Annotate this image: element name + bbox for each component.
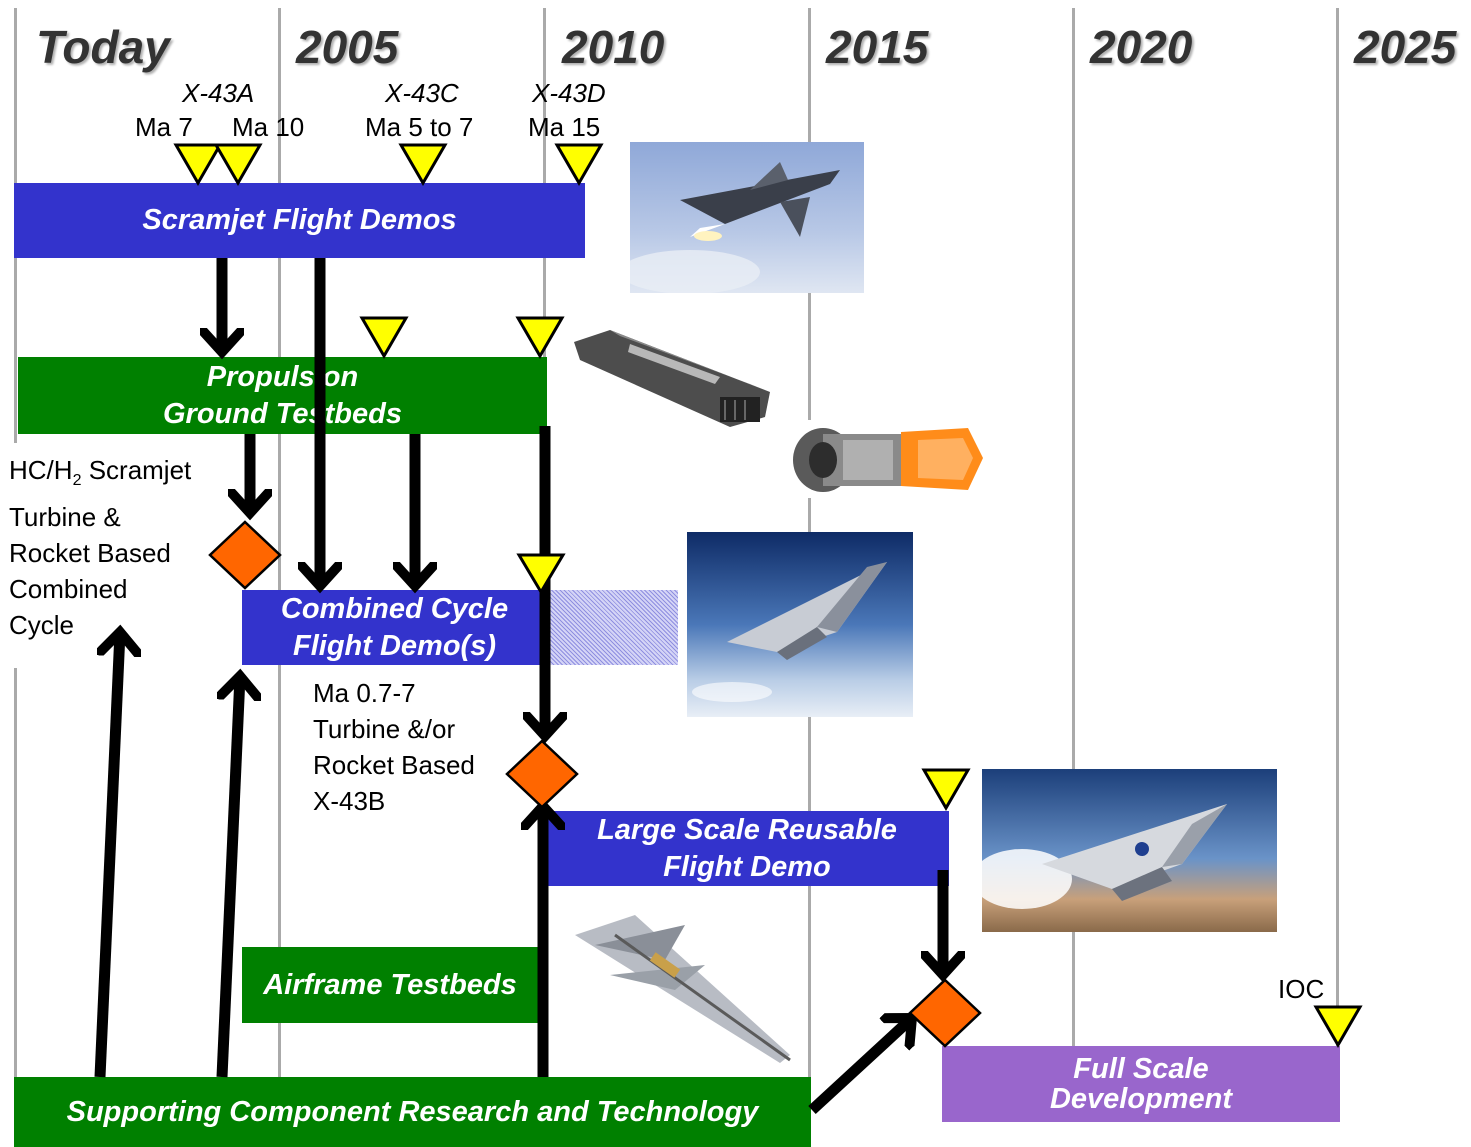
milestone-triangle-icon xyxy=(515,316,565,359)
x43b-note-line4: X-43B xyxy=(313,786,386,816)
engine-note-subscript: 2 xyxy=(72,472,82,490)
decision-diamond-icon xyxy=(505,739,579,809)
airframe-testbeds-bar: Airframe Testbeds xyxy=(242,947,538,1023)
reusable-spaceplane-render xyxy=(982,769,1277,932)
turbine-engine-cutaway xyxy=(783,420,998,498)
airframe-testbed-render xyxy=(555,905,800,1070)
engine-note-line5: Cycle xyxy=(9,610,75,641)
engine-types-note: HC/H2 Scramjet Turbine & Rocket Based Co… xyxy=(9,452,191,643)
decision-diamond-icon xyxy=(208,520,282,590)
decision-diamond-icon xyxy=(908,978,982,1048)
milestone-triangle-icon xyxy=(398,143,448,186)
year-gridline xyxy=(1336,8,1339,1048)
year-label-today: Today xyxy=(36,21,170,73)
supporting-research-label: Supporting Component Research and Techno… xyxy=(66,1095,759,1128)
milestone-triangle-icon xyxy=(213,143,263,186)
milestone-triangle-icon xyxy=(921,768,971,811)
year-label-2015: 2015 xyxy=(826,21,929,73)
full-scale-label-line1: Full Scale xyxy=(1073,1052,1209,1085)
engine-note-line4: Combined xyxy=(9,574,128,605)
milestone-label-x43c: X-43C xyxy=(385,78,459,108)
hypersonic-vehicle-render xyxy=(687,532,913,717)
propulsion-ground-testbeds-bar: Propulsion Ground Testbeds xyxy=(18,357,547,434)
year-label-2020: 2020 xyxy=(1090,21,1193,73)
engine-note-line1-suffix: Scramjet xyxy=(81,455,192,485)
large-scale-reusable-flight-demo-bar: Large Scale Reusable Flight Demo xyxy=(545,811,949,886)
x43b-note: Ma 0.7-7 Turbine &/or Rocket Based X-43B xyxy=(313,675,475,819)
propulsion-label-line1: Propulsion xyxy=(206,361,359,394)
full-scale-development-bar: Full Scale Development xyxy=(942,1046,1340,1122)
milestone-label-x43d: X-43D xyxy=(532,78,606,108)
milestone-triangle-icon xyxy=(1313,1005,1363,1048)
full-scale-label-line2: Development xyxy=(1049,1083,1233,1115)
combined-cycle-label-line2: Flight Demo(s) xyxy=(293,629,496,662)
milestone-label-ma5to7: Ma 5 to 7 xyxy=(365,112,474,142)
milestone-triangle-icon xyxy=(173,143,223,186)
year-gridline xyxy=(14,668,17,1088)
milestone-triangle-icon xyxy=(516,553,566,595)
large-scale-label-line2: Flight Demo xyxy=(663,850,831,883)
year-label-2005: 2005 xyxy=(296,21,399,73)
x43b-note-line3: Rocket Based xyxy=(313,750,475,780)
engine-note-line1-prefix: HC/H xyxy=(9,455,73,485)
combined-cycle-flight-demos-bar: Combined Cycle Flight Demo(s) xyxy=(242,590,547,665)
scramjet-engine-render xyxy=(570,322,775,432)
x43b-note-line1: Ma 0.7-7 xyxy=(313,678,416,708)
combined-cycle-label-line1: Combined Cycle xyxy=(280,593,509,626)
propulsion-label-line2: Ground Testbeds xyxy=(163,397,402,430)
milestone-label-ioc: IOC xyxy=(1278,974,1325,1004)
x-43a-flight-photo xyxy=(630,142,864,293)
scramjet-flight-demos-label: Scramjet Flight Demos xyxy=(142,204,457,237)
supporting-research-bar: Supporting Component Research and Techno… xyxy=(14,1077,811,1147)
airframe-testbeds-label: Airframe Testbeds xyxy=(263,968,517,1001)
x43b-note-line2: Turbine &/or xyxy=(313,714,456,744)
year-label-2010: 2010 xyxy=(562,21,665,73)
milestone-label-x43a: X-43A xyxy=(182,78,255,108)
engine-note-line3: Rocket Based xyxy=(9,538,171,569)
year-label-2025: 2025 xyxy=(1354,21,1457,73)
milestone-label-ma7: Ma 7 xyxy=(135,112,193,142)
arrow-supporting-to-combined xyxy=(216,676,240,1078)
milestone-label-ma15: Ma 15 xyxy=(528,112,601,142)
year-gridline xyxy=(278,8,281,1088)
milestone-label-ma10: Ma 10 xyxy=(232,112,305,142)
arrow-supporting-to-full-scale xyxy=(808,1018,912,1115)
combined-cycle-extension-hatch xyxy=(545,590,678,665)
large-scale-label-line1: Large Scale Reusable xyxy=(597,814,897,847)
year-gridline xyxy=(1072,8,1075,1048)
milestone-triangle-icon xyxy=(554,143,604,186)
scramjet-flight-demos-bar: Scramjet Flight Demos xyxy=(14,183,585,258)
arrow-supporting-to-notes xyxy=(94,632,120,1078)
milestone-triangle-icon xyxy=(359,316,409,359)
engine-note-line2: Turbine & xyxy=(9,502,121,533)
